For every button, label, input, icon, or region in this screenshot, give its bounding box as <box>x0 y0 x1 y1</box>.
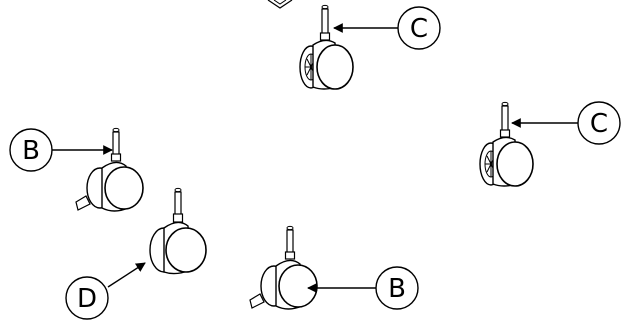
callout-b2: B <box>375 266 419 310</box>
callout-c2: C <box>577 101 621 145</box>
partial-box <box>267 0 293 9</box>
leader-d1 <box>107 262 146 288</box>
callout-d1: D <box>65 276 109 320</box>
caster-b1 <box>75 127 144 212</box>
caster-d1 <box>149 187 207 275</box>
svg-text:C: C <box>410 14 428 44</box>
callout-b1: B <box>9 128 53 172</box>
caster-c1 <box>299 4 354 90</box>
svg-text:D: D <box>77 284 97 314</box>
svg-text:C: C <box>590 109 608 139</box>
caster-b2 <box>249 225 318 310</box>
callout-c1: C <box>397 6 441 50</box>
svg-text:B: B <box>388 274 406 304</box>
caster-c2 <box>479 101 534 187</box>
svg-text:B: B <box>22 136 40 166</box>
